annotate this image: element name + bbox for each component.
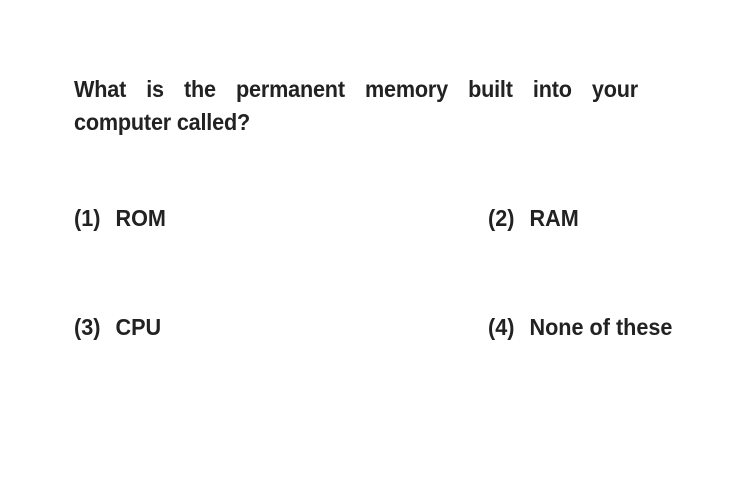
option-number: (3) — [74, 314, 101, 340]
option-label: ROM — [115, 205, 166, 231]
option-label: CPU — [115, 314, 162, 340]
question-text: What is the permanent memory built into … — [74, 76, 638, 135]
option-number: (1) — [74, 205, 101, 231]
option-number: (4) — [488, 314, 515, 340]
option-label: None of these — [529, 314, 673, 340]
option-3: (3) CPU — [74, 312, 161, 342]
option-4: (4) None of these — [488, 312, 672, 342]
option-1: (1) ROM — [74, 203, 166, 233]
option-2: (2) RAM — [488, 203, 579, 233]
option-number: (2) — [488, 205, 515, 231]
option-label: RAM — [529, 205, 579, 231]
